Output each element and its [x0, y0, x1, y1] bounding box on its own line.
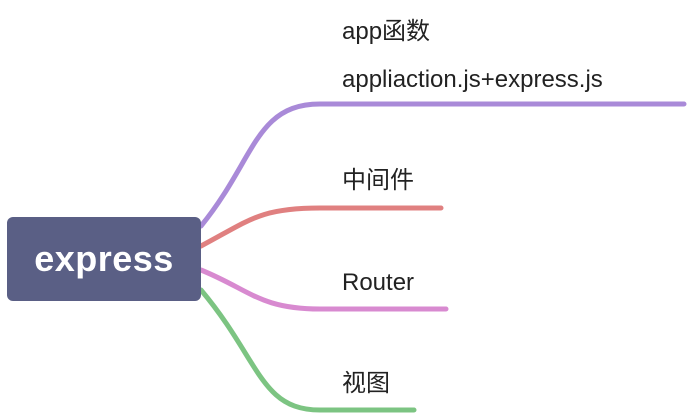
root-node-label: express [34, 238, 174, 279]
branch-connector-middleware [198, 205, 444, 249]
root-node[interactable]: express [7, 217, 201, 301]
branch-label-router[interactable]: Router [342, 269, 415, 296]
branch-label-middleware[interactable]: 中间件 [342, 167, 414, 194]
branch-label-app-function[interactable]: app函数 [342, 18, 431, 45]
branch-label-app-files[interactable]: appliaction.js+express.js [342, 66, 603, 93]
branch-connector-router [198, 267, 449, 312]
branch-label-view[interactable]: 视图 [342, 370, 390, 397]
branch-connector-app [198, 101, 687, 229]
branch-connector-view [198, 287, 417, 413]
